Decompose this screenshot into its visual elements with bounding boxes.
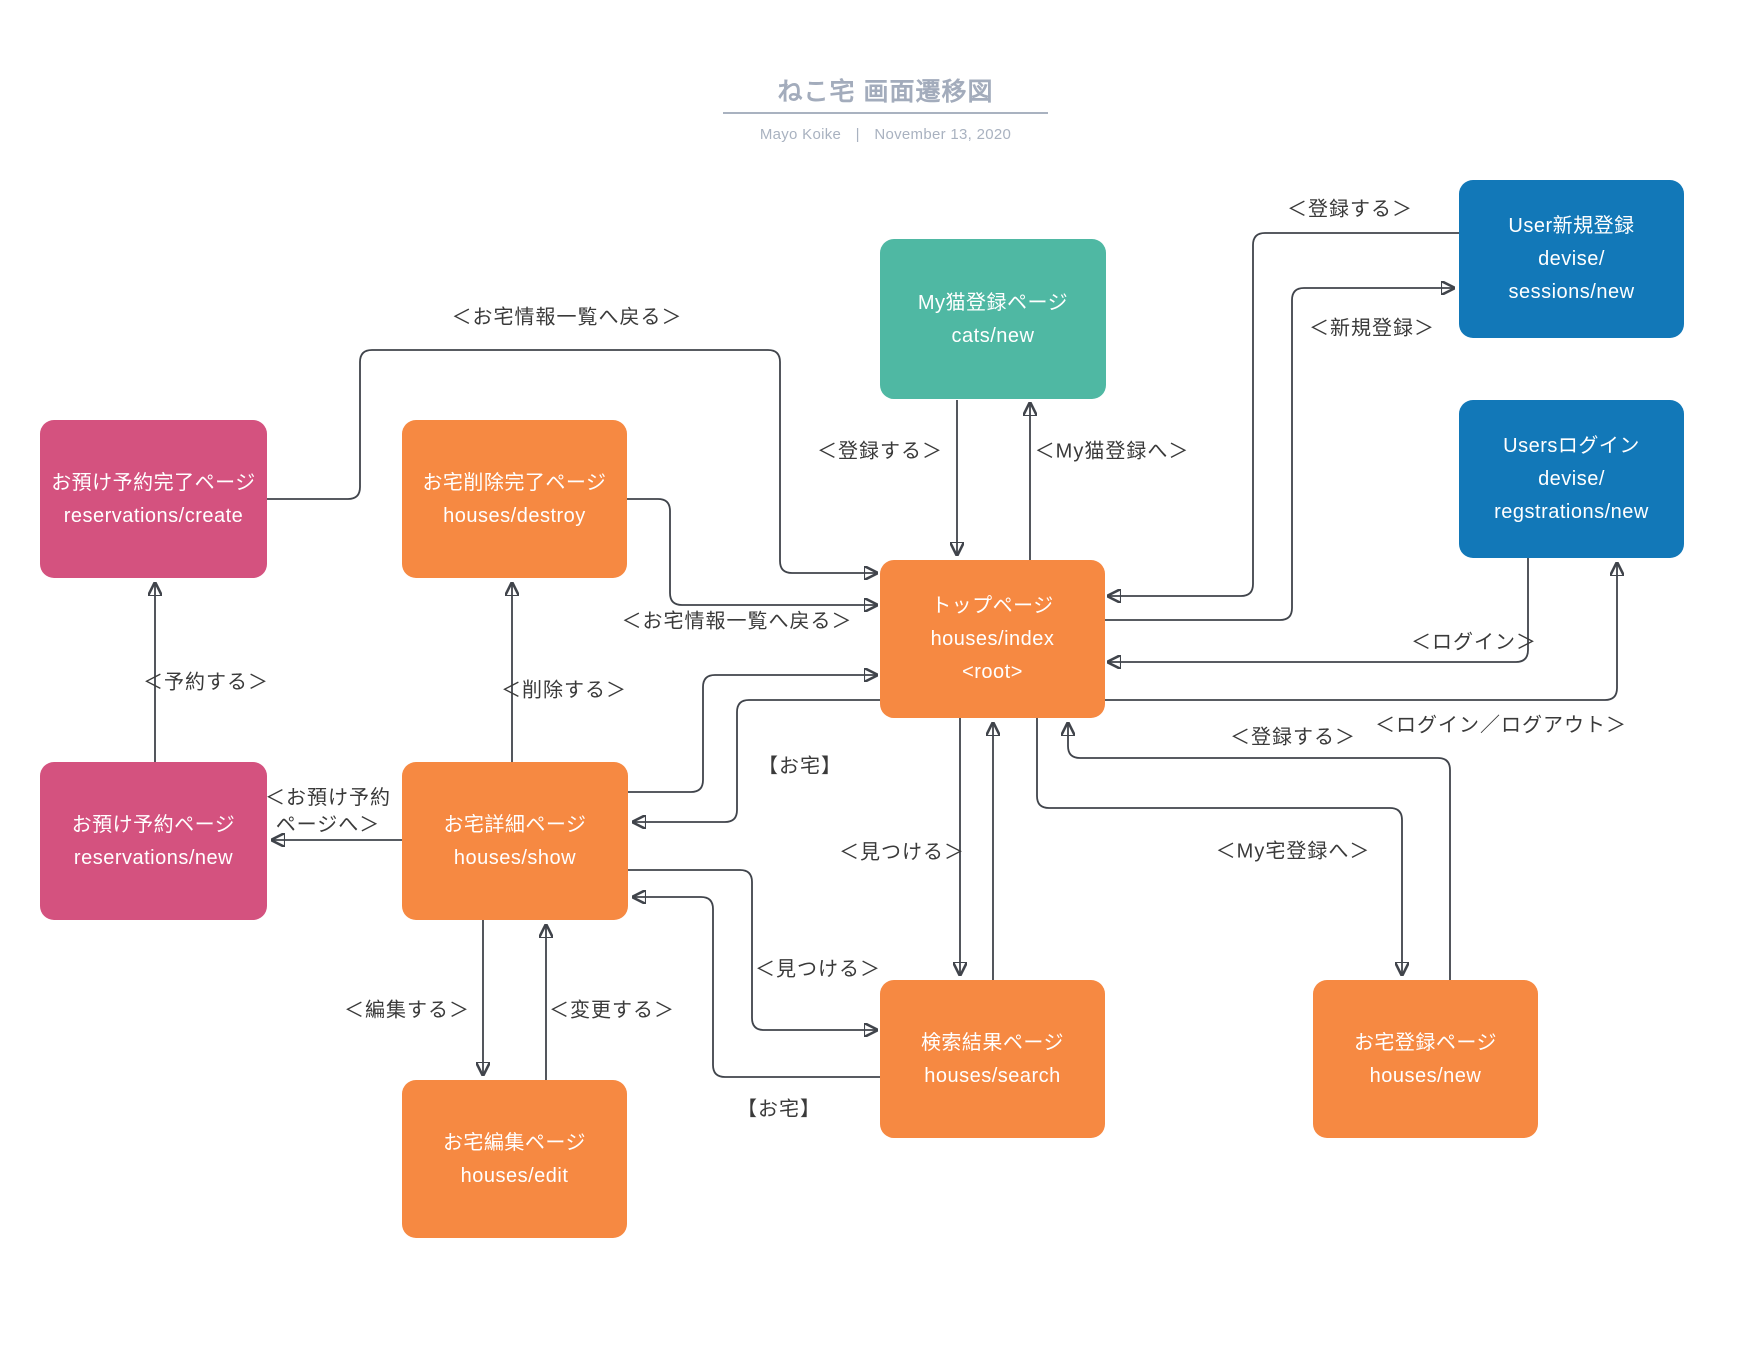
node-path-label: <root> [962, 661, 1023, 683]
node-users-login[interactable]: Usersログイン devise/ regstrations/new [1459, 400, 1684, 558]
edge-label-house-item-top[interactable]: 【お宅】 [758, 755, 842, 778]
node-path-label: houses/show [453, 846, 577, 869]
node-label: お宅詳細ページ [443, 813, 587, 836]
node-path-label: houses/new [1369, 1064, 1482, 1087]
node-path-label: houses/index [930, 628, 1055, 650]
edge-label-find-top[interactable]: ＜見つける＞ [839, 841, 965, 864]
node-label: 検索結果ページ [920, 1031, 1065, 1054]
edge-label-update[interactable]: ＜変更する＞ [549, 999, 675, 1022]
node-label: User新規登録 [1508, 215, 1635, 237]
edge-label-register-cat[interactable]: ＜登録する＞ [817, 440, 943, 463]
edge-houses-search-to-show[interactable] [634, 897, 880, 1078]
byline-separator: | [855, 126, 860, 143]
node-path-label: reservations/new [73, 846, 234, 869]
node-path-label: houses/destroy [443, 504, 586, 527]
node-label: お預け予約完了ページ [51, 471, 256, 494]
edge-label-reserve[interactable]: ＜予約する＞ [143, 671, 269, 694]
edge-houses-show-to-search[interactable] [628, 869, 876, 1030]
node-label: Usersログイン [1503, 435, 1640, 457]
edge-top-to-users-login[interactable] [1105, 564, 1617, 701]
edge-users-login-to-top[interactable] [1109, 558, 1529, 662]
edge-label-house-item-search[interactable]: 【お宅】 [737, 1098, 821, 1121]
node-cats-new[interactable]: My猫登録ページ cats/new [880, 239, 1106, 399]
edge-label-to-my-cat[interactable]: ＜My猫登録へ＞ [1034, 440, 1190, 463]
node-label: My猫登録ページ [917, 291, 1069, 314]
edge-label-login[interactable]: ＜ログイン＞ [1411, 631, 1537, 654]
edge-label-login-logout[interactable]: ＜ログイン／ログアウト＞ [1375, 714, 1627, 737]
edge-houses-new-to-top[interactable] [1068, 724, 1451, 980]
edge-top-to-houses-new[interactable] [1036, 718, 1402, 974]
edge-label-register-house[interactable]: ＜登録する＞ [1230, 726, 1356, 749]
node-label: トップページ [931, 595, 1054, 617]
node-user-signup[interactable]: User新規登録 devise/ sessions/new [1459, 180, 1684, 338]
byline: Mayo Koike | November 13, 2020 [623, 126, 1148, 143]
node-path-label: regstrations/new [1494, 501, 1649, 523]
node-label: お宅編集ページ [442, 1131, 587, 1154]
node-path-label: sessions/new [1508, 281, 1635, 303]
edge-label-edit[interactable]: ＜編集する＞ [344, 999, 470, 1022]
node-reservations-create[interactable]: お預け予約完了ページ reservations/create [40, 420, 267, 578]
title-underline [723, 112, 1048, 114]
edge-houses-destroy-to-top[interactable] [627, 498, 876, 605]
edge-houses-show-to-top[interactable] [628, 675, 876, 793]
node-houses-index[interactable]: トップページ houses/index <root> [880, 560, 1105, 718]
edge-label-register-user[interactable]: ＜登録する＞ [1287, 198, 1413, 221]
node-houses-show[interactable]: お宅詳細ページ houses/show [402, 762, 628, 920]
node-houses-new[interactable]: お宅登録ページ houses/new [1313, 980, 1538, 1138]
edge-top-to-user-signup[interactable] [1105, 288, 1453, 621]
edge-top-to-houses-show[interactable] [634, 699, 880, 822]
edge-label-back-to-list-mid[interactable]: ＜お宅情報一覧へ戻る＞ [621, 610, 853, 633]
node-houses-search[interactable]: 検索結果ページ houses/search [880, 980, 1105, 1138]
edge-label-signup[interactable]: ＜新規登録＞ [1309, 317, 1435, 340]
edge-reservations-create-to-top[interactable] [267, 349, 876, 573]
byline-date: November 13, 2020 [874, 126, 1012, 143]
node-label: お宅削除完了ページ [422, 471, 607, 494]
node-houses-edit[interactable]: お宅編集ページ houses/edit [402, 1080, 627, 1238]
node-reservations-new[interactable]: お預け予約ページ reservations/new [40, 762, 267, 920]
node-path-label: reservations/create [63, 504, 244, 527]
node-path-label: houses/edit [460, 1164, 569, 1187]
node-houses-destroy[interactable]: お宅削除完了ページ houses/destroy [402, 420, 627, 578]
edge-label-delete[interactable]: ＜削除する＞ [501, 679, 627, 702]
node-path-label: devise/ [1538, 248, 1605, 270]
node-path-label: houses/search [924, 1064, 1061, 1087]
node-label: お預け予約ページ [71, 813, 236, 836]
page-title: ねこ宅 画面遷移図 [777, 78, 994, 106]
node-path-label: cats/new [951, 324, 1035, 347]
edge-user-signup-to-top[interactable] [1109, 232, 1459, 596]
edge-label-to-reservation[interactable]: ＜お預け予約 ページへ＞ [265, 787, 391, 836]
node-label: お宅登録ページ [1353, 1031, 1498, 1054]
edge-label-find-show[interactable]: ＜見つける＞ [755, 958, 881, 981]
byline-author: Mayo Koike [759, 126, 842, 143]
edge-label-back-to-list-top[interactable]: ＜お宅情報一覧へ戻る＞ [451, 306, 683, 329]
node-path-label: devise/ [1538, 468, 1605, 490]
edge-label-to-my-house[interactable]: ＜My宅登録へ＞ [1215, 840, 1371, 863]
